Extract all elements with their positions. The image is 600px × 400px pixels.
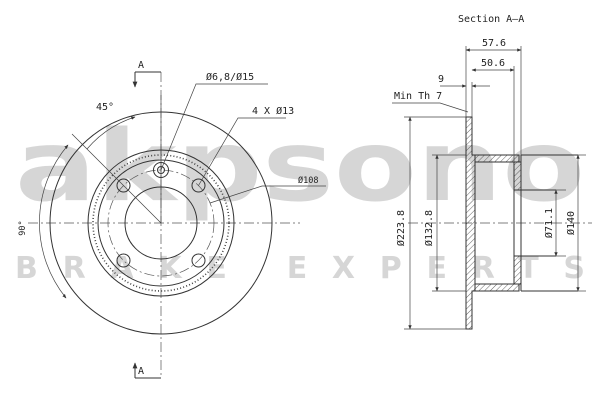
leader-bolt-holes <box>198 117 286 186</box>
bolt-holes <box>116 178 206 268</box>
section-mark-top-label: A <box>138 60 144 71</box>
dim-overall-height: 57.6 <box>482 38 506 49</box>
bolt-hole <box>116 253 131 268</box>
bolt-hole <box>191 253 206 268</box>
angle-label-90: 90° <box>18 220 28 235</box>
pcd-circle <box>107 169 215 277</box>
watermark-tagline: BRAKE EXPERTS <box>15 251 585 286</box>
angle-label-45: 45° <box>96 102 114 113</box>
watermark: akpsono BRAKE EXPERTS <box>15 110 585 286</box>
leader-locating-hole <box>160 83 268 171</box>
hat-wall-bottom <box>474 283 520 292</box>
label-bolt-holes: 4 X Ø13 <box>252 105 294 117</box>
dim-hat-diameter: Ø140 <box>565 211 577 235</box>
front-view: 45° 90° A A Ø6,8/Ø15 4 X Ø13 Ø108 <box>18 60 326 379</box>
section-view: Section A–A 57.6 50.6 9 <box>392 14 592 330</box>
bolt-hole <box>116 178 131 193</box>
angle-arc-90 <box>39 144 69 299</box>
angle-arc-45 <box>86 116 136 150</box>
section-mark-bottom-label: A <box>138 366 144 377</box>
hat-flange-top <box>513 161 522 191</box>
section-title: Section A–A <box>458 14 524 25</box>
bolt-hole <box>191 178 206 193</box>
disc-vent-ring <box>92 154 230 292</box>
hat-wall-top <box>474 154 520 163</box>
hat-flange-bottom <box>513 255 522 285</box>
label-locating-hole: Ø6,8/Ø15 <box>206 71 254 83</box>
dim-inner-diameter: Ø132.8 <box>423 210 435 246</box>
leader-min-thickness <box>392 102 469 113</box>
dim-center-bore: Ø71.1 <box>543 208 555 238</box>
dim-outer-diameter: Ø223.8 <box>395 210 407 246</box>
label-min-thickness: Min Th 7 <box>394 91 442 102</box>
label-pcd: Ø108 <box>298 175 318 186</box>
dim-thickness: 9 <box>438 74 444 85</box>
leader-pcd <box>209 185 326 204</box>
dim-hat-height: 50.6 <box>481 58 505 69</box>
